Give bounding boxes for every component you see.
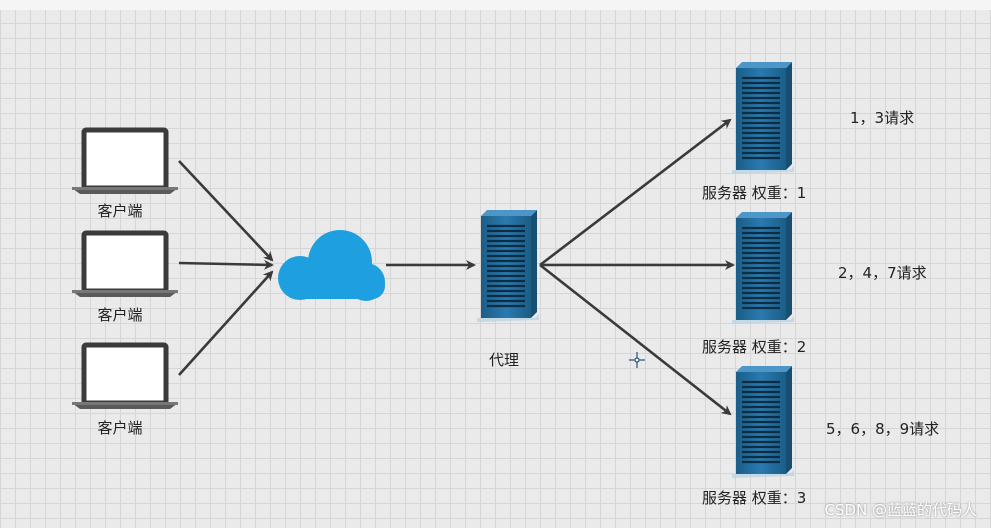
client-laptop-icon	[72, 130, 178, 194]
server-icon	[730, 60, 796, 176]
server-requests-label: 5，6，8，9请求	[826, 420, 940, 438]
server-weight-label: 服务器 权重：3	[702, 489, 807, 507]
client-label: 客户端	[97, 306, 143, 324]
cloud-icon	[278, 230, 385, 301]
top-bar	[0, 0, 991, 10]
server-requests-label: 2，4，7请求	[838, 264, 927, 282]
arrow-client3-to-cloud	[178, 270, 274, 376]
client-laptop-icon	[72, 345, 178, 409]
server-weight-label: 服务器 权重：2	[702, 338, 807, 356]
client-laptop-icon	[72, 233, 178, 297]
server-icon	[730, 364, 796, 480]
cursor-crosshair-icon	[629, 352, 645, 368]
arrow-proxy-to-server3	[539, 263, 732, 416]
arrow-proxy-to-server1	[539, 118, 732, 267]
watermark-text: CSDN @蓝蓝的代码人	[824, 501, 977, 519]
arrow-client2-to-cloud	[178, 259, 274, 270]
arrow-client1-to-cloud	[178, 160, 274, 262]
server-requests-label: 1，3请求	[850, 109, 915, 127]
proxy-server-icon	[475, 208, 541, 324]
client-label: 客户端	[97, 419, 143, 437]
client-label: 客户端	[97, 202, 143, 220]
proxy-label: 代理	[488, 351, 520, 369]
server-icon	[730, 210, 796, 326]
server-weight-label: 服务器 权重：1	[702, 184, 807, 202]
